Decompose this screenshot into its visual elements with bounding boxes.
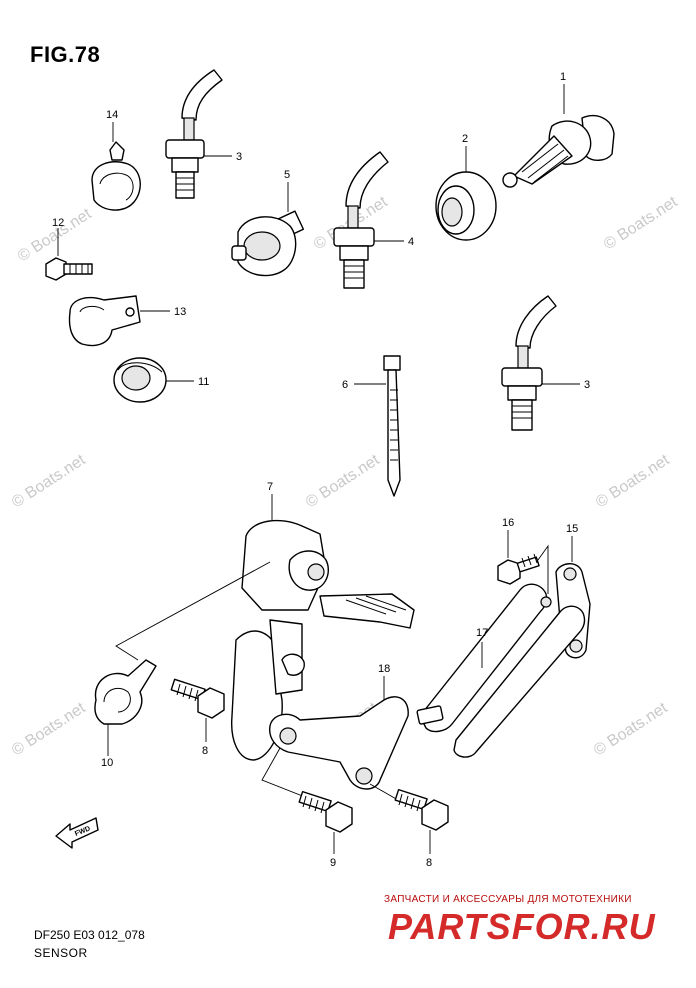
part-3-sender-upper: 3 — [165, 69, 242, 199]
callout-2: 2 — [462, 133, 468, 145]
callout-12: 12 — [52, 217, 64, 229]
callout-9: 9 — [330, 857, 336, 869]
part-6-cable-tie: 6 — [342, 355, 401, 497]
callout-14: 14 — [106, 109, 118, 121]
part-13-clamp: 13 — [68, 295, 186, 347]
callout-11: 11 — [198, 376, 209, 388]
part-8-bolt-left: 8 — [170, 678, 225, 757]
callout-5: 5 — [284, 169, 290, 181]
callout-4: 4 — [408, 236, 414, 248]
part-17-link: 17 — [416, 583, 586, 758]
brand-logo[interactable]: PARTSFOR.RU — [388, 906, 656, 947]
callout-1: 1 — [560, 71, 566, 83]
callout-3-right: 3 — [584, 379, 590, 391]
callout-15: 15 — [566, 523, 578, 535]
part-1-sensor: 1 — [502, 71, 615, 188]
part-11-grommet: 11 — [113, 357, 209, 403]
callout-3-upper: 3 — [236, 151, 242, 163]
callout-10: 10 — [101, 757, 113, 769]
part-16-bolt: 16 — [497, 517, 549, 594]
part-9-bolt: 9 — [298, 790, 353, 869]
callout-16: 16 — [502, 517, 514, 529]
watermark-low-right: © Boats.net — [591, 699, 671, 759]
callout-7: 7 — [267, 481, 273, 493]
watermark-mid-center: © Boats.net — [303, 451, 383, 511]
part-5-pressure-switch: 5 — [231, 169, 305, 277]
part-18-bracket: 18 — [261, 663, 409, 811]
callout-8-left: 8 — [202, 745, 208, 757]
watermark-mid-right: © Boats.net — [593, 451, 673, 511]
watermark-top-right: © Boats.net — [601, 193, 681, 253]
brand-tagline: ЗАПЧАСТИ И АКСЕССУАРЫ ДЛЯ МОТОТЕХНИКИ — [384, 894, 632, 905]
part-2-grommet: 2 — [435, 133, 497, 241]
figure-title: FIG.78 — [30, 42, 101, 67]
part-3-sender-right: 3 — [501, 295, 590, 431]
watermark-low-left: © Boats.net — [9, 699, 89, 759]
callout-8-right: 8 — [426, 857, 432, 869]
watermark-mid-left: © Boats.net — [9, 451, 89, 511]
part-4-sender: 4 — [333, 151, 414, 289]
fwd-arrow: FWD — [55, 817, 99, 849]
callout-17: 17 — [476, 627, 488, 639]
part-12-bolt: 12 — [45, 217, 93, 281]
callout-18: 18 — [378, 663, 390, 675]
part-10-wire-clip: 10 — [94, 659, 157, 769]
figure-name: SENSOR — [34, 946, 88, 960]
part-8-bolt-right: 8 — [394, 788, 449, 869]
watermark-top-left: © Boats.net — [15, 205, 95, 265]
figure-code: DF250 E03 012_078 — [34, 928, 145, 942]
part-14-clip: 14 — [91, 109, 141, 211]
callout-13: 13 — [174, 306, 186, 318]
callout-6: 6 — [342, 379, 348, 391]
